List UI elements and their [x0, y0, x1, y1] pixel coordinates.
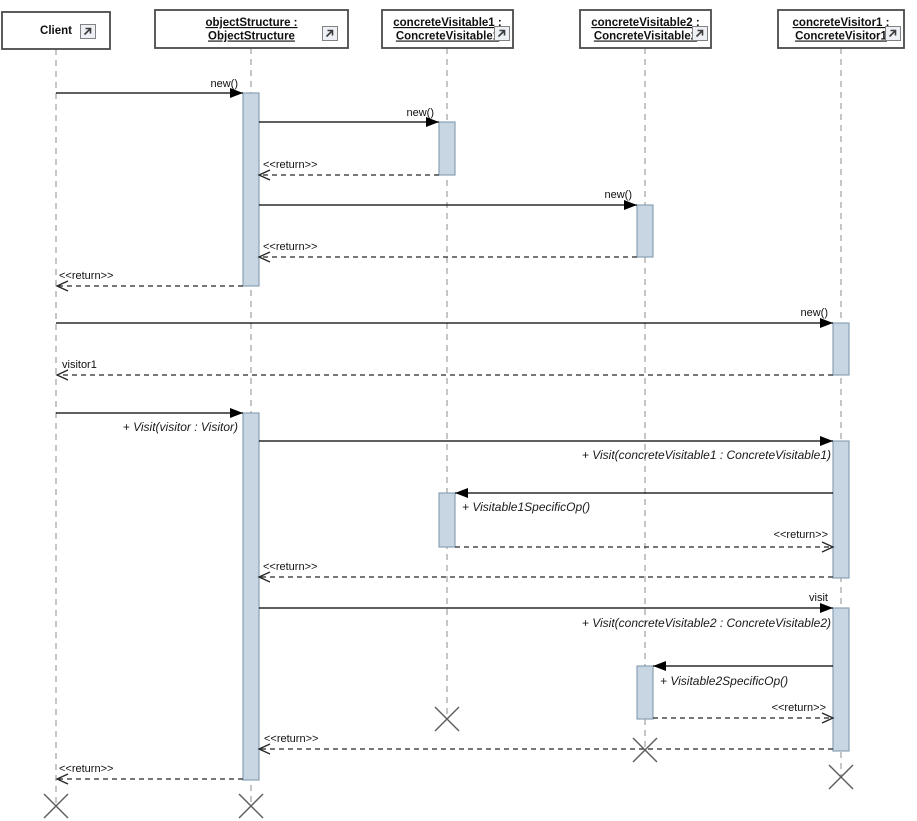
message-label: <<return>>: [59, 270, 113, 282]
filled-arrowhead-icon: [230, 88, 243, 98]
message-label: + Visit(concreteVisitable1 : ConcreteVis…: [582, 448, 831, 462]
destroy-cross-object-structure: [238, 793, 264, 819]
participant-box-frame: [381, 9, 514, 49]
participant-name: concreteVisitable2 :: [591, 17, 699, 29]
participant-box-frame: [1, 11, 111, 50]
message-label: + Visitable1SpecificOp(): [462, 500, 590, 514]
message-label: visitor1: [62, 359, 97, 371]
participant-name: ConcreteVisitable1: [396, 31, 500, 43]
message-label: new(): [604, 189, 632, 201]
open-arrowhead-icon: [257, 571, 271, 583]
participant-box-frame: [777, 9, 905, 49]
external-link-icon[interactable]: [885, 26, 901, 41]
filled-arrowhead-icon: [820, 603, 833, 613]
external-link-icon[interactable]: [322, 26, 338, 41]
destroy-cross-concrete-visitor1: [828, 764, 854, 790]
message-label: <<return>>: [263, 241, 317, 253]
message-label: new(): [406, 107, 434, 119]
filled-arrowhead-icon: [455, 488, 468, 498]
message-label: + Visit(visitor : Visitor): [123, 420, 238, 434]
message-label: <<return>>: [774, 529, 828, 541]
message-label: <<return>>: [263, 159, 317, 171]
open-arrowhead-icon: [55, 280, 69, 292]
filled-arrowhead-icon: [426, 117, 439, 127]
participant-name: objectStructure :: [205, 17, 297, 29]
message-label: <<return>>: [772, 702, 826, 714]
participant-box-concrete-visitor1[interactable]: concreteVisitor1 : ConcreteVisitor1: [777, 9, 905, 49]
external-link-icon[interactable]: [80, 24, 96, 39]
filled-arrowhead-icon: [624, 200, 637, 210]
filled-arrowhead-icon: [820, 318, 833, 328]
activation-bar-concrete-visitable2: [636, 665, 654, 720]
participant-box-concrete-visitable1[interactable]: concreteVisitable1 : ConcreteVisitable1: [381, 9, 514, 49]
open-arrowhead-icon: [55, 773, 69, 785]
activation-bar-concrete-visitor1: [832, 440, 850, 579]
open-arrowhead-icon: [821, 541, 835, 553]
filled-arrowhead-icon: [230, 408, 243, 418]
message-label: new(): [800, 307, 828, 319]
activation-bar-concrete-visitable1: [438, 121, 456, 176]
participant-name: ConcreteVisitor1: [795, 31, 887, 43]
participant-box-frame: [579, 9, 712, 49]
message-label: <<return>>: [59, 763, 113, 775]
open-arrowhead-icon: [257, 743, 271, 755]
message-label: <<return>>: [264, 733, 318, 745]
participant-box-concrete-visitable2[interactable]: concreteVisitable2 : ConcreteVisitable2: [579, 9, 712, 49]
open-arrowhead-icon: [55, 369, 69, 381]
participant-box-client[interactable]: Client: [1, 11, 111, 50]
activation-bar-object-structure: [242, 412, 260, 781]
external-link-icon[interactable]: [494, 26, 510, 41]
message-label: + Visit(concreteVisitable2 : ConcreteVis…: [582, 616, 831, 630]
message-label: new(): [210, 78, 238, 90]
participant-name: Client: [40, 25, 72, 37]
activation-bar-object-structure: [242, 92, 260, 287]
destroy-cross-concrete-visitable2: [632, 737, 658, 763]
destroy-cross-concrete-visitable1: [434, 706, 460, 732]
participant-name: concreteVisitor1 :: [793, 17, 890, 29]
filled-arrowhead-icon: [653, 661, 666, 671]
activation-bar-concrete-visitor1: [832, 607, 850, 752]
message-label: <<return>>: [263, 561, 317, 573]
participant-name: concreteVisitable1 :: [393, 17, 501, 29]
participant-name: ConcreteVisitable2: [594, 31, 697, 43]
participant-box-frame: [154, 9, 349, 49]
activation-bar-concrete-visitable1: [438, 492, 456, 548]
external-link-icon[interactable]: [692, 26, 708, 41]
activation-bar-concrete-visitor1: [832, 322, 850, 376]
open-arrowhead-icon: [821, 712, 835, 724]
open-arrowhead-icon: [257, 251, 271, 263]
activation-bar-concrete-visitable2: [636, 204, 654, 258]
message-label: visit: [809, 592, 828, 604]
participant-name: ObjectStructure: [208, 31, 295, 43]
filled-arrowhead-icon: [820, 436, 833, 446]
message-label: + Visitable2SpecificOp(): [660, 674, 788, 688]
destroy-cross-client: [43, 793, 69, 819]
participant-box-object-structure[interactable]: objectStructure : ObjectStructure: [154, 9, 349, 49]
open-arrowhead-icon: [257, 169, 271, 181]
